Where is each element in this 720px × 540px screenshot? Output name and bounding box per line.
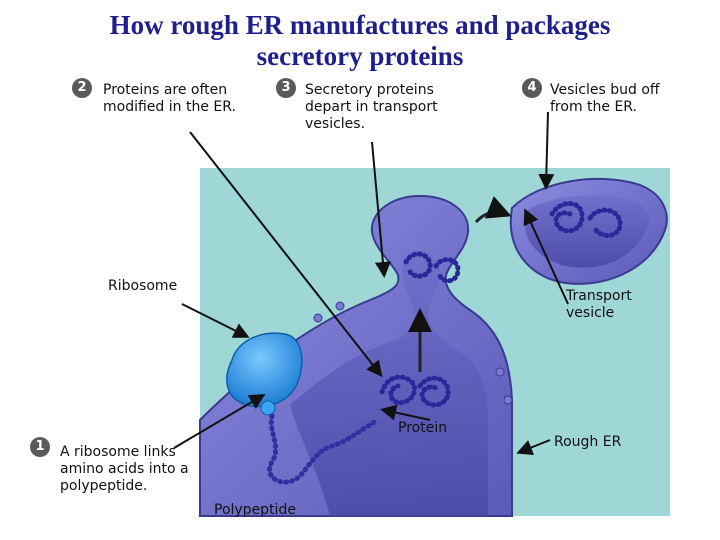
step-3-badge: 3 bbox=[276, 78, 296, 98]
transport-vesicle-label: Transport vesicle bbox=[566, 288, 632, 321]
step-3-text: Secretory proteins depart in transport v… bbox=[305, 82, 438, 132]
bud-protein-cluster bbox=[403, 251, 461, 284]
ribosome bbox=[226, 332, 303, 408]
vesicle-protein-cluster bbox=[549, 201, 623, 239]
step-4-badge: 4 bbox=[522, 78, 542, 98]
vesicle-lumen bbox=[524, 195, 650, 268]
ribosome-label: Ribosome bbox=[108, 278, 178, 294]
polypeptide-label: Polypeptide bbox=[214, 502, 296, 518]
page-title: How rough ER manufactures and packages s… bbox=[109, 10, 611, 71]
step-1-text: A ribosome links amino acids into a poly… bbox=[60, 444, 189, 494]
step-1-badge: 1 bbox=[30, 437, 50, 457]
polypeptide-chain bbox=[267, 413, 381, 485]
step-2-badge: 2 bbox=[72, 78, 92, 98]
step-4-text: Vesicles bud off from the ER. bbox=[550, 82, 660, 115]
protein-label: Protein bbox=[398, 420, 448, 436]
bud-arrow bbox=[474, 196, 512, 224]
rough-er-label: Rough ER bbox=[554, 434, 622, 450]
ribosome-small-subunit bbox=[260, 400, 276, 416]
leader-lines bbox=[173, 111, 569, 455]
step-2-text: Proteins are often modified in the ER. bbox=[103, 82, 236, 115]
protein-cluster bbox=[379, 374, 451, 408]
er-surface-ribosomes bbox=[313, 301, 513, 405]
